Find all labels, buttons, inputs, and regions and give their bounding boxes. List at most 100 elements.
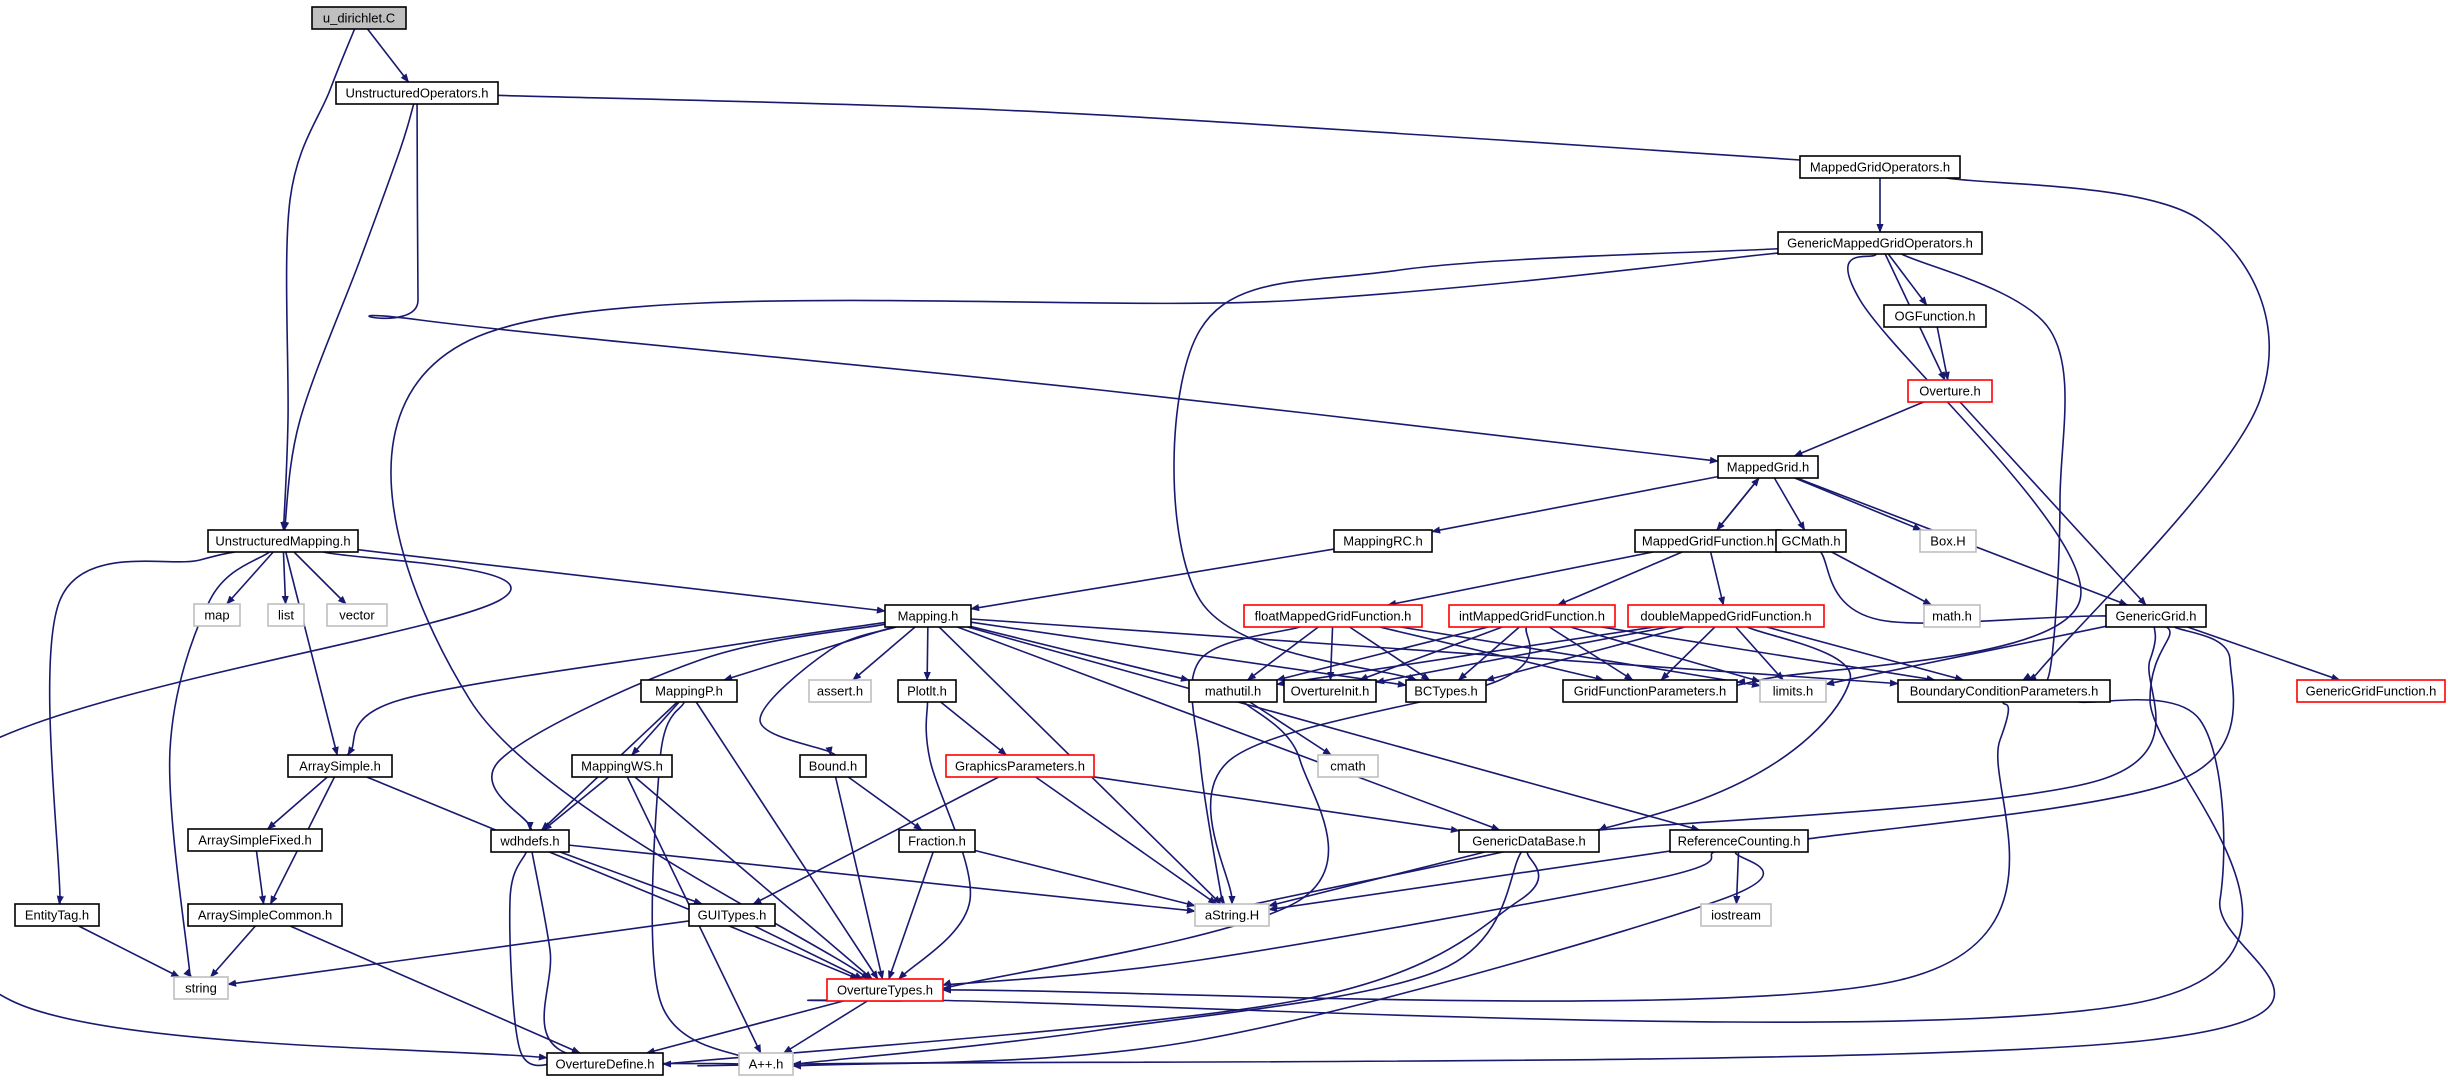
node-limitsh[interactable]: limits.h — [1759, 679, 1827, 703]
node-doubleMGF[interactable]: doubleMappedGridFunction.h — [1627, 604, 1825, 628]
node-Overture[interactable]: Overture.h — [1907, 379, 1993, 403]
node-asserth[interactable]: assert.h — [808, 679, 872, 703]
node-label: list — [278, 608, 294, 623]
node-MappedGridFunction[interactable]: MappedGridFunction.h — [1634, 529, 1782, 553]
node-label: GraphicsParameters.h — [955, 759, 1085, 774]
edge-floatMGF-to-GridFunctionParameters — [1379, 626, 1605, 682]
node-box — [187, 903, 343, 927]
node-label: Overture.h — [1919, 384, 1980, 399]
node-list[interactable]: list — [267, 603, 305, 627]
node-box — [688, 903, 776, 927]
node-EntityTag[interactable]: EntityTag.h — [14, 903, 100, 927]
edge-GenericGrid-to-GenericGridFunction — [2187, 626, 2341, 681]
edge-Mapping-to-asserth — [852, 626, 916, 681]
node-MappingRC[interactable]: MappingRC.h — [1333, 529, 1433, 553]
node-label: MappingWS.h — [581, 759, 663, 774]
edge-Plotlt-to-GraphicsParameters — [940, 701, 1008, 756]
node-label: GenericGrid.h — [2116, 609, 2197, 624]
node-GUITypes[interactable]: GUITypes.h — [688, 903, 776, 927]
node-OGFunction[interactable]: OGFunction.h — [1883, 304, 1987, 328]
node-intMGF[interactable]: intMappedGridFunction.h — [1448, 604, 1616, 628]
node-label: vector — [339, 608, 375, 623]
node-Bound[interactable]: Bound.h — [799, 754, 867, 778]
node-Appplush[interactable]: A++.h — [738, 1052, 794, 1076]
node-BoxH[interactable]: Box.H — [1919, 529, 1977, 553]
node-label: MappedGridOperators.h — [1810, 160, 1950, 175]
edge-Fraction-to-aStringH — [974, 849, 1196, 908]
node-mathutil[interactable]: mathutil.h — [1188, 679, 1278, 703]
node-label: MappingP.h — [655, 684, 723, 699]
node-Mapping[interactable]: Mapping.h — [884, 604, 972, 628]
node-MappedGridOperators[interactable]: MappedGridOperators.h — [1799, 155, 1961, 179]
edge-Mapping-to-ReferenceCounting — [967, 626, 1701, 832]
node-map[interactable]: map — [193, 603, 241, 627]
node-BoundaryConditionParameters[interactable]: BoundaryConditionParameters.h — [1897, 679, 2111, 703]
node-BCTypes[interactable]: BCTypes.h — [1405, 679, 1487, 703]
node-cmath[interactable]: cmath — [1317, 754, 1379, 778]
node-box — [187, 828, 323, 852]
node-OvertureDefine[interactable]: OvertureDefine.h — [546, 1052, 664, 1076]
node-GenericGridFunction[interactable]: GenericGridFunction.h — [2296, 679, 2446, 703]
node-label: GenericDataBase.h — [1472, 834, 1585, 849]
edge-OvertureTypes-to-Appplush — [782, 1000, 868, 1054]
edge-intMGF-to-BCTypes — [1457, 626, 1520, 681]
edge-GenericDataBase-to-Appplush — [771, 851, 1523, 1068]
edge-ArraySimple-to-ArraySimpleFixed — [266, 776, 328, 830]
node-label: MappedGridFunction.h — [1642, 534, 1774, 549]
node-OvertureInit[interactable]: OvertureInit.h — [1283, 679, 1377, 703]
node-floatMGF[interactable]: floatMappedGridFunction.h — [1243, 604, 1423, 628]
node-mathh[interactable]: math.h — [1923, 604, 1981, 628]
node-ReferenceCounting[interactable]: ReferenceCounting.h — [1669, 829, 1809, 853]
edge-u_dirichlet-to-UnstructuredMapping — [280, 28, 356, 531]
node-box — [884, 604, 972, 628]
edge-GenericMappedGridOperators-to-BoundaryConditionParameters — [1901, 253, 2066, 687]
node-wdhdefs[interactable]: wdhdefs.h — [490, 829, 570, 853]
node-ArraySimpleCommon[interactable]: ArraySimpleCommon.h — [187, 903, 343, 927]
node-box — [490, 829, 570, 853]
edge-Mapping-to-MappingP — [723, 626, 894, 682]
edge-MappingRC-to-Mapping — [970, 548, 1335, 612]
node-box — [1717, 455, 1819, 479]
node-MappedGrid[interactable]: MappedGrid.h — [1717, 455, 1819, 479]
node-label: OvertureInit.h — [1291, 684, 1370, 699]
edge-MappingP-to-MappingWS — [631, 701, 680, 756]
node-ArraySimple[interactable]: ArraySimple.h — [287, 754, 393, 778]
node-GridFunctionParameters[interactable]: GridFunctionParameters.h — [1562, 679, 1738, 703]
node-label: GenericMappedGridOperators.h — [1787, 236, 1973, 251]
node-ArraySimpleFixed[interactable]: ArraySimpleFixed.h — [187, 828, 323, 852]
edge-doubleMGF-to-GridFunctionParameters — [1660, 626, 1716, 681]
node-GCMath[interactable]: GCMath.h — [1775, 529, 1847, 553]
node-box — [173, 976, 229, 1000]
edge-ArraySimpleCommon-to-string — [210, 925, 256, 978]
edge-MappedGrid-to-MappingRC — [1431, 475, 1719, 534]
node-vector[interactable]: vector — [326, 603, 388, 627]
edge-doubleMGF-to-limitsh — [1735, 626, 1784, 681]
node-Plotlt[interactable]: Plotlt.h — [897, 679, 957, 703]
node-UnstructuredOperators[interactable]: UnstructuredOperators.h — [335, 81, 499, 105]
edge-ArraySimple-to-OvertureTypes — [366, 776, 860, 980]
node-OvertureTypes[interactable]: OvertureTypes.h — [826, 978, 944, 1002]
edge-Mapping-to-ArraySimple — [344, 621, 886, 758]
node-GenericDataBase[interactable]: GenericDataBase.h — [1458, 829, 1600, 853]
edge-OGFunction-to-Overture — [1936, 326, 1950, 381]
node-box — [1448, 604, 1616, 628]
edge-u_dirichlet-to-UnstructuredOperators — [366, 28, 410, 83]
node-iostream[interactable]: iostream — [1700, 903, 1772, 927]
node-GenericMappedGridOperators[interactable]: GenericMappedGridOperators.h — [1777, 231, 1983, 255]
node-layer: u_dirichlet.C UnstructuredOperators.hMapp… — [14, 6, 2446, 1076]
node-Fraction[interactable]: Fraction.h — [898, 829, 976, 853]
node-box — [1283, 679, 1377, 703]
node-label: assert.h — [817, 684, 863, 699]
node-aStringH[interactable]: aString.H — [1194, 903, 1270, 927]
node-label: ArraySimpleCommon.h — [198, 908, 332, 923]
node-GraphicsParameters[interactable]: GraphicsParameters.h — [945, 754, 1095, 778]
node-GenericGrid[interactable]: GenericGrid.h — [2105, 604, 2207, 628]
node-string[interactable]: string — [173, 976, 229, 1000]
node-u_dirichlet[interactable]: u_dirichlet.C — [311, 6, 407, 30]
node-MappingP[interactable]: MappingP.h — [640, 679, 738, 703]
node-box — [1923, 604, 1981, 628]
node-UnstructuredMapping[interactable]: UnstructuredMapping.h — [207, 529, 359, 553]
node-box — [311, 6, 407, 30]
node-MappingWS[interactable]: MappingWS.h — [571, 754, 673, 778]
